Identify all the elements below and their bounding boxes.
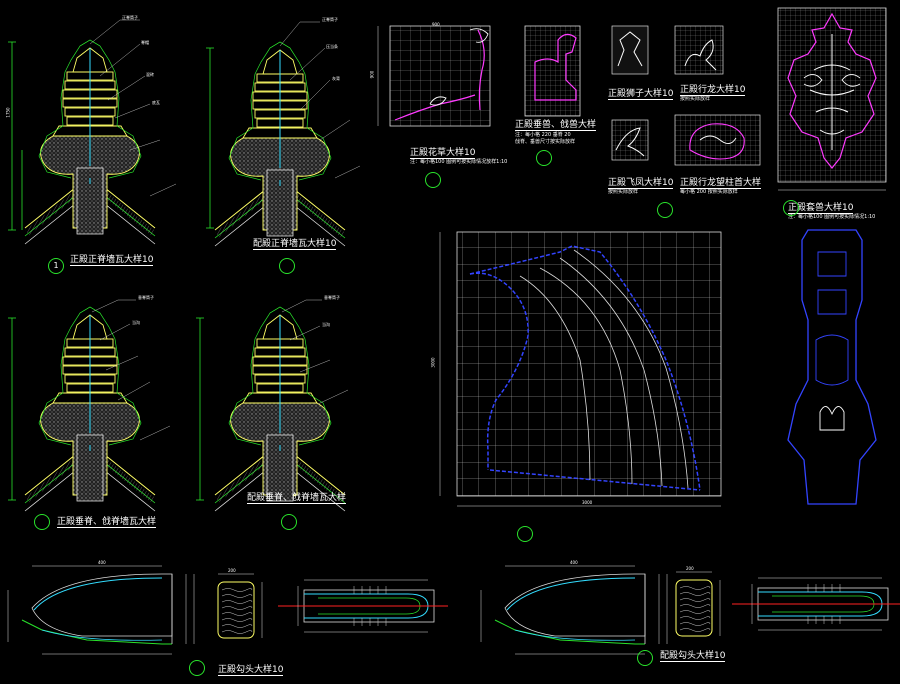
leader-label: 垂脊筒子 [324, 295, 340, 300]
dim-flower-height: 900 [369, 70, 375, 79]
leader-label: 混砖 [146, 72, 154, 77]
title-ornament: 正殿套兽大样10 [788, 203, 854, 214]
leader-label: 正脊筒子 [122, 15, 138, 20]
note-beast-1: 注：每小格 220 垂脊 20 [515, 132, 571, 138]
dim-tile-width: 200 [228, 568, 236, 573]
leader-label: 压当条 [326, 44, 338, 49]
detail-marker [657, 202, 673, 218]
detail-marker: 1 [48, 258, 64, 274]
title-beast: 正殿垂兽、戗兽大样 [515, 120, 597, 131]
detail-marker [281, 514, 297, 530]
title-phoenix: 正殿飞凤大样10 [608, 178, 674, 189]
note-flower: 注：每小格100 图例可按实际情况放样1:10 [410, 159, 508, 165]
large-grid-ornament [439, 231, 722, 507]
leader-label: 底瓦 [152, 100, 160, 105]
detail-marker [637, 650, 653, 666]
detail-marker [34, 514, 50, 530]
leader-lines [89, 19, 361, 441]
detail-marker [536, 150, 552, 166]
detail-marker [279, 258, 295, 274]
title-main-hall-hip-ridge: 正殿垂脊、戗脊墙瓦大样 [57, 517, 157, 528]
blue-ornament-elevation [787, 229, 877, 505]
detail-marker [783, 200, 799, 216]
detail-marker [425, 172, 441, 188]
hip-ridge-section-main-hall [8, 307, 155, 511]
title-side-hall-ridge: 配殿正脊墙瓦大样10 [253, 239, 337, 250]
ridge-section-side-hall [206, 42, 345, 246]
leader-label: 正脊筒子 [322, 17, 338, 22]
note-beast-2: 戗脊、垂兽尺寸按实际放样 [515, 139, 576, 145]
dim-ogee-width: 400 [570, 560, 578, 565]
hip-ridge-section-side-hall [196, 307, 345, 511]
note-dragon: 按照实际放样 [680, 96, 711, 102]
eave-tile-side-hall [480, 565, 900, 655]
grid-panel-beast [524, 25, 581, 117]
title-column-head: 正殿行龙望柱首大样 [680, 178, 762, 189]
dim-flower-width: 900 [432, 22, 440, 27]
detail-marker [189, 660, 205, 676]
title-eave-tile-side: 配殿勾头大样10 [660, 651, 726, 662]
title-lion: 正殿狮子大样10 [608, 89, 674, 100]
leader-label: 当沟 [132, 320, 140, 325]
dim-vertical: 1750 [5, 107, 11, 118]
leader-label: 垂脊筒子 [138, 295, 154, 300]
title-side-hall-hip-ridge: 配殿垂脊、戗脊墙瓦大样 [247, 493, 347, 504]
title-eave-tile-main: 正殿勾头大样10 [218, 665, 284, 676]
dim-ogee-width: 400 [98, 560, 106, 565]
dim-big-width: 3000 [582, 500, 593, 505]
grid-panel-lion [611, 25, 649, 75]
dim-tile-width: 200 [686, 566, 694, 571]
leader-label: 脊帽 [141, 40, 149, 45]
grid-panel-column-head [674, 114, 761, 166]
grid-panel-flower [377, 25, 491, 127]
note-phoenix: 按照实际放样 [608, 189, 639, 195]
title-flower: 正殿花草大样10 [410, 148, 476, 159]
title-main-hall-ridge: 正殿正脊墙瓦大样10 [70, 255, 154, 266]
detail-marker [517, 526, 533, 542]
leader-label: 灰背 [332, 76, 340, 81]
ridge-section-main-hall [8, 40, 155, 244]
grid-panel-dragon [674, 25, 724, 75]
dim-big-height: 3000 [430, 357, 436, 368]
grid-panel-phoenix [611, 119, 649, 161]
note-column-head: 每小格 200 按照实际放样 [680, 189, 738, 195]
note-ornament: 注：每小格100 图例可按实际情况1:10 [788, 214, 876, 220]
leader-label: 当沟 [322, 322, 330, 327]
title-dragon: 正殿行龙大样10 [680, 85, 746, 96]
grid-panel-ornament [777, 7, 887, 191]
eave-tile-main-hall [7, 565, 449, 655]
